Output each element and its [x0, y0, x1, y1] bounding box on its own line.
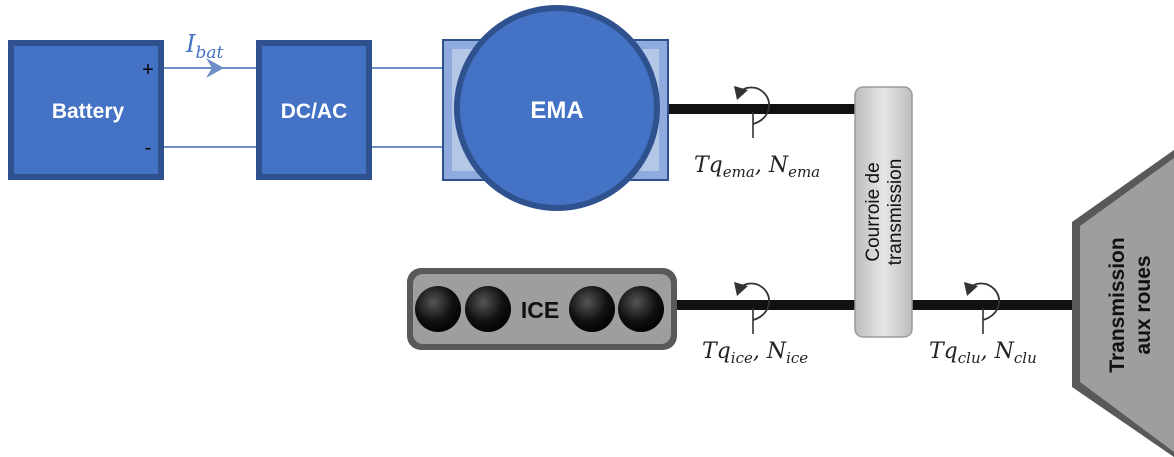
belt-block: Courroie de transmission: [854, 86, 913, 338]
ice-label: ICE: [521, 297, 559, 323]
ema-shaft: [665, 104, 860, 114]
ema-comma: ,: [755, 153, 769, 178]
clutch-torque-symbol: Tq: [929, 339, 958, 364]
ema-torque-sub: ema: [723, 163, 755, 181]
ema-torque-speed-label: Tqema, Nema: [694, 153, 820, 181]
battery-plus-terminal: +: [142, 59, 154, 81]
ema-speed-symbol: N: [768, 153, 789, 178]
ice-rotation-arrowhead-icon: [734, 282, 748, 296]
current-label: Ibat: [185, 30, 224, 63]
ice-speed-sub: ice: [786, 349, 808, 367]
ice-block: ICE: [407, 268, 677, 350]
clutch-rotation-arrowhead-icon: [964, 282, 978, 296]
clutch-speed-symbol: N: [994, 339, 1015, 364]
ice-shaft: [670, 300, 860, 310]
current-symbol: I: [185, 30, 196, 58]
ema-label: EMA: [530, 97, 583, 124]
belt-label-line2: transmission: [885, 159, 906, 266]
ice-torque-speed-label: Tqice, Nice: [702, 339, 808, 367]
wheels-label-line1: Transmission: [1106, 237, 1129, 372]
clutch-comma: ,: [981, 339, 995, 364]
belt-label-line1: Courroie de: [863, 162, 884, 261]
inverter-block: DC/AC: [256, 40, 372, 180]
inverter-label: DC/AC: [281, 100, 348, 123]
ema-rotation-arrowhead-icon: [734, 86, 748, 100]
battery-label: Battery: [52, 100, 125, 123]
ema-speed-sub: ema: [788, 163, 820, 181]
clutch-shaft: [905, 300, 1075, 310]
battery-block: Battery + -: [8, 40, 164, 180]
wheel-transmission-block: Transmission aux roues: [1072, 150, 1174, 457]
battery-minus-terminal: -: [145, 137, 152, 159]
ice-cylinder-4: [618, 286, 664, 332]
ice-comma: ,: [753, 339, 767, 364]
clutch-torque-sub: clu: [958, 349, 981, 367]
ice-cylinder-2: [465, 286, 511, 332]
ice-cylinder-3: [569, 286, 615, 332]
clutch-speed-sub: clu: [1014, 349, 1037, 367]
ice-torque-symbol: Tq: [702, 339, 731, 364]
current-subscript: bat: [195, 43, 223, 63]
ice-cylinder-1: [415, 286, 461, 332]
wheels-label-line2: aux roues: [1132, 255, 1155, 354]
ice-torque-sub: ice: [731, 349, 753, 367]
ice-speed-symbol: N: [766, 339, 787, 364]
ema-block: EMA: [442, 5, 669, 211]
ema-torque-symbol: Tq: [694, 153, 723, 178]
clutch-torque-speed-label: Tqclu, Nclu: [929, 339, 1037, 367]
